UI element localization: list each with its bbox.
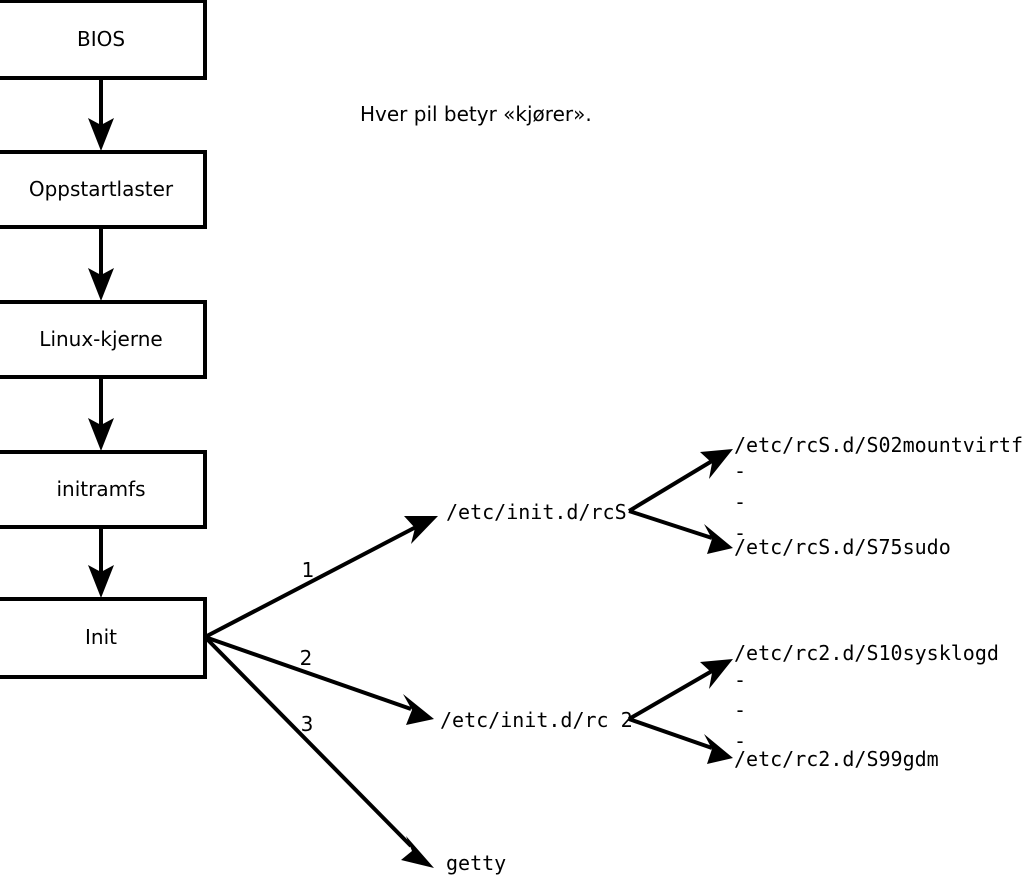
node-initramfs-label: initramfs: [56, 477, 145, 501]
node-bootloader[interactable]: Oppstartlaster: [0, 150, 207, 229]
branch-3-number: 3: [301, 712, 314, 736]
rcs-arrow-first-shaft: [627, 459, 714, 513]
rcs-arrow-first-head: [700, 449, 733, 479]
rc2-ellipsis-2: -: [734, 698, 746, 722]
arrow-initramfs-to-init: [88, 529, 114, 598]
arrow-kernel-to-initramfs: [88, 379, 114, 451]
arrow-head: [88, 418, 114, 451]
node-initramfs[interactable]: initramfs: [0, 450, 207, 529]
rc2-arrow-first-head: [700, 659, 733, 689]
rc2-script-last: /etc/rc2.d/S99gdm: [734, 747, 939, 771]
arrow-head: [88, 268, 114, 301]
branch-1-shaft: [204, 525, 417, 639]
node-init-box[interactable]: [0, 597, 207, 679]
rcs-ellipsis-3: -: [734, 521, 746, 545]
rc2-arrow-last-head: [704, 734, 733, 764]
node-kernel-box[interactable]: [0, 300, 207, 379]
arrow-head: [88, 118, 114, 151]
rc2-arrow-first-shaft: [627, 669, 714, 721]
node-init[interactable]: Init: [0, 597, 207, 679]
node-kernel[interactable]: Linux-kjerne: [0, 300, 207, 379]
rc2-arrow-last-shaft: [628, 717, 713, 750]
branch-2-target-label: /etc/init.d/rc 2: [440, 708, 633, 732]
rcs-script-first: /etc/rcS.d/S02mountvirtfs: [734, 433, 1024, 457]
rcs-fanout-group: /etc/rcS.d/S02mountvirtfs - - - /etc/rcS…: [627, 433, 1024, 559]
boot-chain-group: BIOS Oppstartlaster Linux-kjerne: [0, 0, 207, 679]
node-bios-box[interactable]: [0, 0, 207, 80]
rcs-script-last: /etc/rcS.d/S75sudo: [734, 535, 951, 559]
branch-3-shaft: [203, 635, 413, 848]
branch-2-group: 2 /etc/init.d/rc 2: [204, 635, 633, 732]
branch-1-target-label: /etc/init.d/rcS: [446, 500, 627, 524]
rcs-ellipsis-1: -: [734, 459, 746, 483]
arrow-head: [88, 565, 114, 598]
branch-3-target-label: getty: [446, 851, 506, 875]
branch-1-arrow-head: [404, 516, 438, 544]
node-kernel-label: Linux-kjerne: [39, 327, 162, 351]
branch-2-number: 2: [300, 646, 313, 670]
branch-3-arrow-head: [401, 836, 434, 868]
node-bootloader-label: Oppstartlaster: [29, 177, 174, 201]
rc2-fanout-group: /etc/rc2.d/S10sysklogd - - - /etc/rc2.d/…: [627, 641, 999, 771]
branch-3-group: 3 getty: [203, 635, 506, 875]
rc2-script-first: /etc/rc2.d/S10sysklogd: [734, 641, 999, 665]
branch-2-arrow-head: [403, 694, 434, 725]
rcs-arrow-last-shaft: [628, 509, 713, 540]
diagram-caption: Hver pil betyr «kjører».: [360, 102, 592, 126]
node-initramfs-box[interactable]: [0, 450, 207, 529]
rcs-arrow-last-head: [704, 524, 733, 554]
rc2-ellipsis-1: -: [734, 668, 746, 692]
branch-1-number: 1: [302, 558, 315, 582]
branch-2-shaft: [204, 635, 412, 711]
node-bios-label: BIOS: [77, 27, 125, 51]
arrow-bootloader-to-kernel: [88, 229, 114, 301]
node-init-label: Init: [85, 625, 117, 649]
branch-1-group: 1 /etc/init.d/rcS: [204, 500, 627, 639]
node-bootloader-box[interactable]: [0, 150, 207, 229]
rc2-ellipsis-3: -: [734, 729, 746, 753]
arrow-bios-to-bootloader: [88, 79, 114, 151]
node-bios[interactable]: BIOS: [0, 0, 207, 80]
rcs-ellipsis-2: -: [734, 490, 746, 514]
